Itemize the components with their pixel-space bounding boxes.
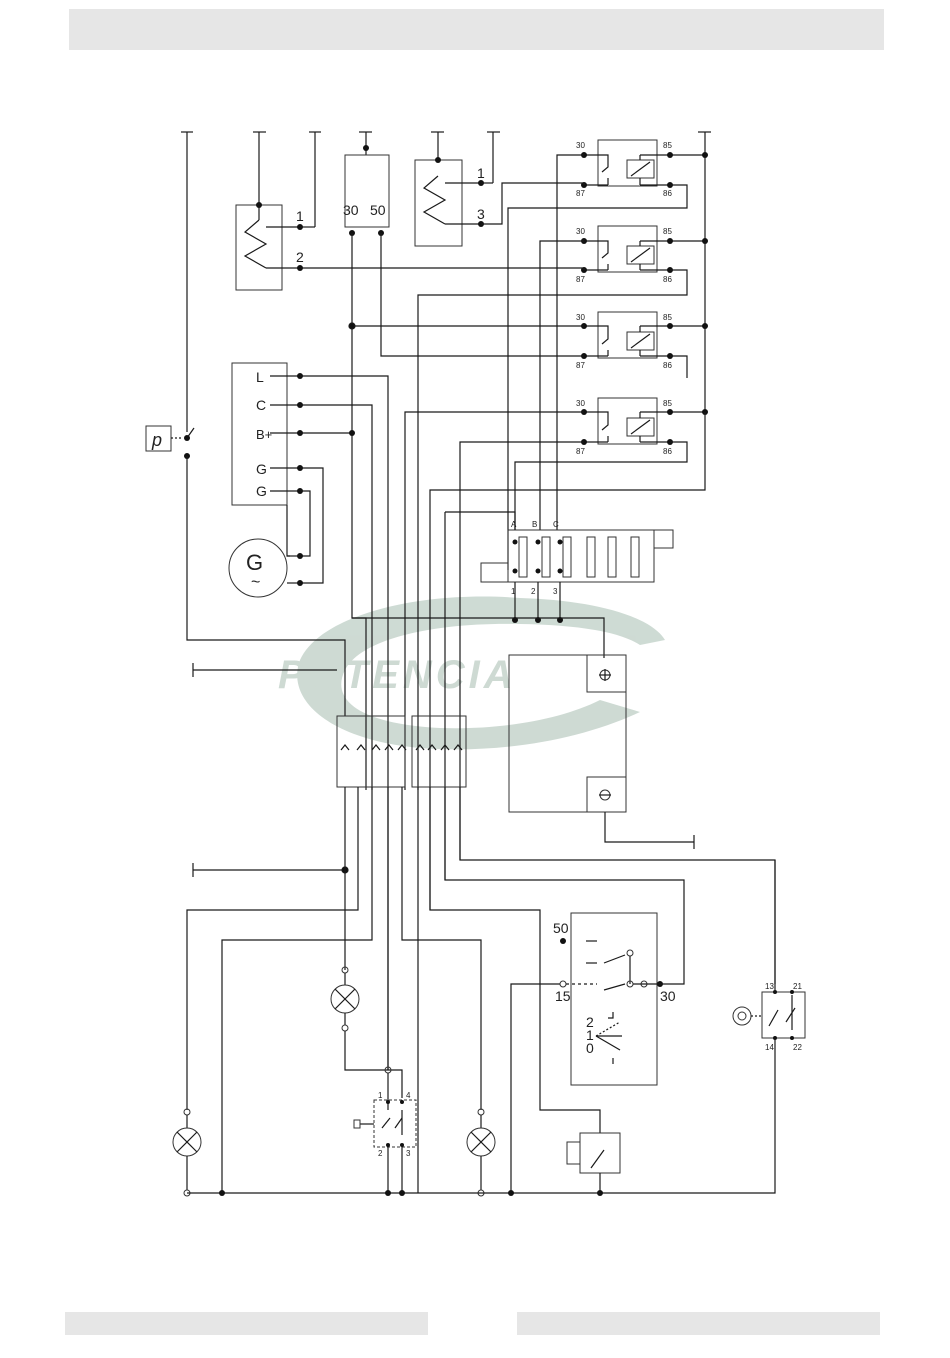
ignition-terminal-30: 30 bbox=[660, 988, 676, 1004]
pull-switch-pin-3: 3 bbox=[406, 1149, 411, 1158]
glow-plug-right: 1 3 bbox=[415, 157, 493, 246]
fuse-label-2: 2 bbox=[531, 587, 536, 596]
relay-3: 30 87 85 86 bbox=[576, 312, 708, 370]
relay-3-pin-86: 86 bbox=[663, 361, 672, 370]
fuse-label-c: C bbox=[553, 520, 559, 529]
heater-right-terminal-1: 1 bbox=[477, 165, 485, 181]
fuse-label-a: A bbox=[511, 520, 517, 529]
alternator-terminal-c: C bbox=[256, 397, 266, 413]
relay-2: 30 87 85 86 bbox=[576, 226, 708, 284]
relay-1-pin-85: 85 bbox=[663, 141, 672, 150]
pressure-switch-symbol: p bbox=[151, 430, 162, 450]
relay-4: 30 87 85 86 bbox=[576, 398, 708, 456]
lamp-left bbox=[173, 1109, 201, 1196]
key-switch-pin-22: 22 bbox=[793, 1043, 802, 1052]
watermark-logo: POTENCIA bbox=[278, 597, 665, 750]
relay-2-pin-30: 30 bbox=[576, 227, 585, 236]
key-switch-pin-21: 21 bbox=[793, 982, 802, 991]
ignition-terminal-15: 15 bbox=[555, 988, 571, 1004]
pull-switch-pin-2: 2 bbox=[378, 1149, 383, 1158]
relay-2-pin-86: 86 bbox=[663, 275, 672, 284]
relay-1-pin-87: 87 bbox=[576, 189, 585, 198]
glow-plug-left: 1 2 bbox=[236, 202, 315, 290]
starter-relay-terminal-50: 50 bbox=[370, 202, 386, 218]
relay-2-pin-87: 87 bbox=[576, 275, 585, 284]
relay-2-pin-85: 85 bbox=[663, 227, 672, 236]
relay-3-pin-85: 85 bbox=[663, 313, 672, 322]
pull-switch: 1 4 2 3 bbox=[354, 1067, 416, 1193]
pull-switch-pin-4: 4 bbox=[406, 1091, 411, 1100]
ignition-switch: 50 15 30 2 1 0 bbox=[511, 913, 676, 1193]
relay-1-pin-30: 30 bbox=[576, 141, 585, 150]
relay-3-pin-30: 30 bbox=[576, 313, 585, 322]
key-switch-pin-13: 13 bbox=[765, 982, 774, 991]
generator-symbol: G bbox=[246, 550, 263, 575]
ground-bus bbox=[187, 1190, 600, 1196]
fuel-solenoid bbox=[567, 1133, 620, 1196]
lamp-center bbox=[331, 967, 402, 1098]
alternator-terminal-l: L bbox=[256, 369, 264, 385]
generator: G ~ bbox=[229, 539, 300, 597]
fuse-label-b: B bbox=[532, 520, 537, 529]
relay-4-pin-30: 30 bbox=[576, 399, 585, 408]
fuse-label-3: 3 bbox=[553, 587, 558, 596]
alternator-terminal-g1: G bbox=[256, 461, 267, 477]
ignition-terminal-50: 50 bbox=[553, 920, 569, 936]
starter-relay-terminal-30: 30 bbox=[343, 202, 359, 218]
starter-relay: 30 50 bbox=[343, 145, 389, 236]
relay-4-pin-87: 87 bbox=[576, 447, 585, 456]
ignition-position-0: 0 bbox=[586, 1040, 594, 1056]
battery bbox=[509, 655, 694, 849]
pull-switch-pin-1: 1 bbox=[378, 1091, 383, 1100]
relay-1-pin-86: 86 bbox=[663, 189, 672, 198]
alternator-terminal-bplus: B+ bbox=[256, 427, 272, 442]
key-switch-pin-14: 14 bbox=[765, 1043, 774, 1052]
heater-right-terminal-3: 3 bbox=[477, 206, 485, 222]
heater-left-terminal-1: 1 bbox=[296, 208, 304, 224]
generator-ac-symbol: ~ bbox=[251, 574, 260, 591]
top-bus-stubs bbox=[181, 132, 711, 432]
alternator-terminal-g2: G bbox=[256, 483, 267, 499]
relay-4-pin-85: 85 bbox=[663, 399, 672, 408]
key-switch: 13 21 14 22 bbox=[600, 860, 805, 1193]
relay-1: 30 87 85 86 bbox=[576, 140, 708, 198]
heater-wiring bbox=[300, 155, 584, 860]
lower-wiring bbox=[187, 787, 775, 1193]
relay-4-pin-86: 86 bbox=[663, 447, 672, 456]
lamp-right bbox=[467, 1109, 495, 1196]
watermark-text: POTENCIA bbox=[278, 653, 517, 697]
heater-left-terminal-2: 2 bbox=[296, 249, 304, 265]
relay-3-pin-87: 87 bbox=[576, 361, 585, 370]
